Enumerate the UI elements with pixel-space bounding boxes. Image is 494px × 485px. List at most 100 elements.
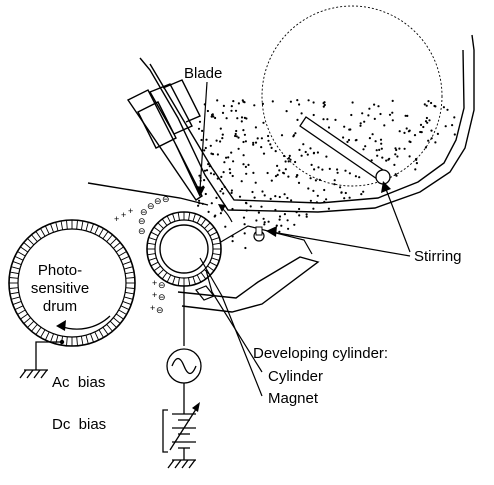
toner-dot [328,167,331,170]
toner-dot [391,99,394,102]
sleeve-tick [166,215,172,224]
drum-tick [9,271,19,275]
toner-dot [425,116,428,120]
toner-dot [323,103,326,107]
toner-dot [257,211,260,214]
drum-arrow-head [56,320,66,331]
drum-tick [40,329,46,338]
sleeve-tick [161,272,168,280]
toner-dot [414,168,417,171]
label-developing-cylinder: Developing cylinder: [253,345,388,362]
toner-dot [442,106,445,109]
toner-dot [428,119,431,122]
toner-dot [243,101,246,104]
toner-dot [230,109,233,112]
toner-dot [234,109,238,112]
toner-dot [351,101,354,104]
toner-dot [274,175,278,178]
toner-dot [363,120,366,123]
toner-dot [269,143,272,146]
toner-dot [326,118,329,121]
toner-dot [242,129,245,132]
sleeve-tick [150,261,159,267]
toner-dot [263,194,266,197]
toner-dot [336,171,339,174]
toner-dot [229,171,232,175]
sleeve-tick [153,226,161,233]
toner-dot [216,153,219,156]
toner-dot [325,198,328,201]
toner-dot [207,163,210,166]
toner-dot [361,112,364,115]
toner-dot [252,143,255,146]
toner-dot [211,113,214,116]
charge-plus: + [152,290,157,300]
toner-dot [391,119,394,122]
drum-tick [31,324,38,332]
toner-dot [385,159,388,162]
toner-dot [419,123,423,126]
toner-dot [316,194,319,197]
toner-dot [230,151,233,154]
toner-dot [244,246,247,250]
drum-tick [109,320,117,328]
toner-dot [254,141,258,144]
toner-dot [373,117,376,120]
toner-dot [348,172,351,175]
toner-dot [260,205,263,208]
label-blade: Blade [184,65,222,82]
toner-dot [383,124,386,127]
sleeve-tick [166,274,172,283]
toner-dot [278,195,281,199]
toner-dot [271,100,274,103]
toner-dot [314,179,317,182]
toner-dot [255,219,258,222]
toner-dot [300,154,303,157]
toner-dot [287,157,291,160]
toner-dot [316,151,319,154]
toner-dot [219,212,222,215]
drum-tick [27,238,35,246]
toner-dot [240,116,244,119]
toner-dot [305,215,308,218]
drum-tick [115,246,124,253]
drum-tick [125,271,135,275]
toner-dot [208,165,211,168]
toner-dot [430,101,433,105]
toner-dot [323,200,326,203]
toner-dot [388,157,391,160]
toner-dot [446,108,449,111]
sleeve-tick [192,276,196,285]
toner-dot [358,176,361,179]
drum-tick [118,251,127,257]
toner-dot [344,191,347,195]
toner-dot [214,116,217,120]
drum-tick [44,331,50,341]
charge-minus: ⊖ [162,194,170,204]
toner-dot [275,224,278,227]
toner-dot [436,132,439,135]
drum-tick [90,223,94,233]
sleeve-tick [147,242,156,245]
toner-dot [276,173,279,176]
drum-tick [9,287,19,289]
toner-dot [305,213,308,216]
dc-variable-arrow [169,405,199,451]
toner-dot [322,118,325,121]
drum-tick [115,313,124,320]
toner-dot [203,149,206,152]
toner-dot [227,156,230,159]
toner-dot [296,118,299,121]
toner-dot [427,139,430,142]
toner-dot [404,114,407,117]
toner-dot [364,145,367,148]
drum-tick [113,317,121,324]
toner-dot [215,139,218,142]
drum-tick [55,222,59,231]
drum-tick [94,225,100,235]
sleeve-tick [148,257,157,261]
toner-dot [222,192,225,195]
toner-dot [292,134,296,137]
toner-dot [242,163,245,166]
charge-minus: ⊖ [138,216,146,226]
